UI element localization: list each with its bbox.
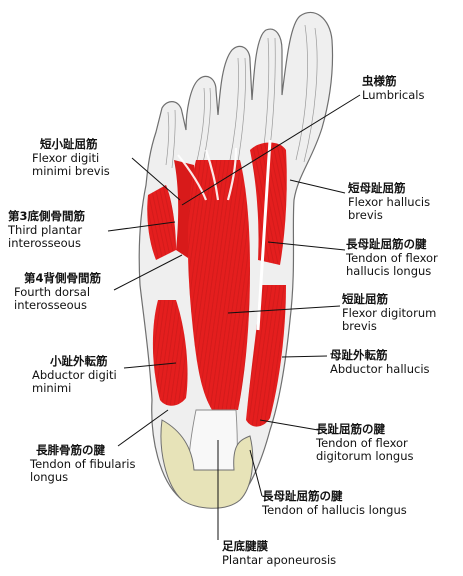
- flexor-digitorum-brevis-fibers: [187, 160, 250, 410]
- flexor-hallucis-brevis-fibers: [250, 142, 287, 265]
- flexor-digiti-minimi-brevis-fibers: [147, 185, 176, 260]
- label-tendon-flexor-digitorum-longus: 長趾屈筋の腱 Tendon of flexor digitorum longus: [316, 422, 414, 463]
- label-flexor-digitorum-brevis: 短趾屈筋 Flexor digitorum brevis: [342, 292, 437, 333]
- label-tendon-flexor-hallucis-longus: 長母趾屈筋の腱 Tendon of flexor hallucis longus: [346, 237, 438, 278]
- label-abductor-digiti-minimi: 小趾外転筋 Abductor digiti minimi: [32, 354, 117, 395]
- label-third-plantar-interosseous: 第3底側骨間筋 Third plantar interosseous: [8, 209, 86, 250]
- label-flexor-digiti-minimi-brevis: 短小趾屈筋 Flexor digiti minimi brevis: [32, 137, 110, 178]
- calcaneus-bone: [160, 419, 254, 509]
- flexor-hallucis-longus-tendon: [256, 139, 272, 331]
- lumbrical-tendons: [177, 147, 238, 201]
- abductor-digiti-minimi-fibers: [152, 300, 188, 406]
- abductor-hallucis-fibers: [246, 285, 286, 427]
- label-plantar-aponeurosis: 足底腱膜 Plantar aponeurosis: [222, 539, 337, 567]
- label-abductor-hallucis: 母趾外転筋 Abductor hallucis: [330, 348, 430, 376]
- label-flexor-hallucis-brevis: 短母趾屈筋 Flexor hallucis brevis: [348, 181, 431, 222]
- label-fourth-dorsal-interosseous: 第4背側骨間筋 Fourth dorsal interosseous: [14, 271, 102, 312]
- label-tendon-hallucis-longus: 長母趾屈筋の腱 Tendon of hallucis longus: [262, 489, 407, 517]
- leader-lines: [107, 94, 361, 540]
- label-lumbricals: 虫様筋 Lumbricals: [362, 74, 425, 102]
- label-tendon-fibularis-longus: 長腓骨筋の腱 Tendon of fibularis longus: [30, 443, 136, 484]
